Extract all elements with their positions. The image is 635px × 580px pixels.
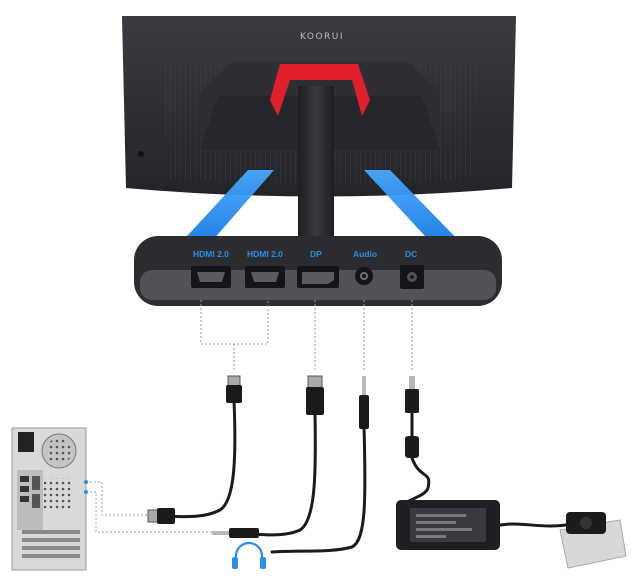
pc-hdmi-port-marker <box>84 480 88 484</box>
power-adapter <box>396 500 500 550</box>
port-label-audio: Audio <box>353 249 378 259</box>
hdmi-cable <box>163 398 237 519</box>
port-callout-beams <box>176 170 466 248</box>
pc-tower <box>11 427 87 571</box>
power-button-icon <box>138 151 144 157</box>
guide-lines <box>200 300 413 372</box>
displayport-connector-top <box>306 375 324 415</box>
port-label-hdmi-1: HDMI 2.0 <box>193 249 229 259</box>
red-accent-strip <box>270 64 370 116</box>
displayport-cable <box>238 412 317 537</box>
port-panel <box>134 236 502 306</box>
hdmi-connector-top <box>226 375 242 403</box>
ferrite-core <box>405 436 419 458</box>
monitor-back <box>122 16 516 236</box>
audio-connector-pc <box>212 528 259 538</box>
hdmi-connector-pc <box>147 508 175 524</box>
audio-connector-top <box>359 376 369 429</box>
port-label-hdmi-2: HDMI 2.0 <box>247 249 283 259</box>
audio-cable <box>270 424 367 554</box>
ac-power-cable <box>494 522 574 528</box>
pc-audio-port-marker <box>84 490 88 494</box>
brand-logo: KOORUI <box>299 32 345 42</box>
dc-connector-top <box>405 376 419 458</box>
port-label-dc: DC <box>405 249 418 259</box>
monitor-stand <box>298 86 334 236</box>
headphones-icon <box>232 541 266 569</box>
port-label-dp: DP <box>310 249 322 259</box>
power-plug <box>559 512 627 569</box>
pc-guide-lines <box>86 481 215 533</box>
